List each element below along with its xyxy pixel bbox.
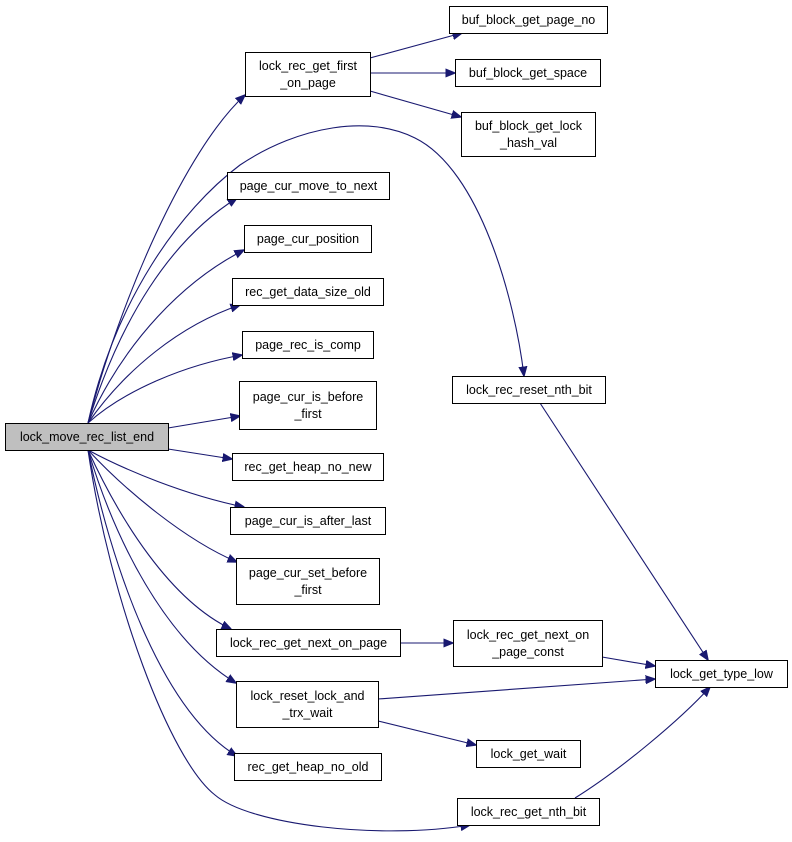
node-label: rec_get_heap_no_new <box>244 460 372 474</box>
node-lock-rec-get-next-on-page-const[interactable]: lock_rec_get_next_on _page_const <box>453 620 603 667</box>
node-box <box>239 381 377 430</box>
edge-lock-move-rec-list-end-to-lock-reset-lock-and-trx-wait <box>87 449 236 683</box>
node-lock-get-type-low[interactable]: lock_get_type_low <box>655 660 788 688</box>
edge-lock-reset-lock-and-trx-wait-to-lock-get-type-low <box>377 679 655 700</box>
node-lock-move-rec-list-end[interactable]: lock_move_rec_list_end <box>5 423 169 451</box>
node-box <box>236 558 380 605</box>
node-label: lock_rec_get_first <box>259 59 357 73</box>
node-box <box>232 453 384 481</box>
node-lock-get-wait[interactable]: lock_get_wait <box>476 740 581 768</box>
node-page-rec-is-comp[interactable]: page_rec_is_comp <box>242 331 374 359</box>
node-lock-rec-get-nth-bit[interactable]: lock_rec_get_nth_bit <box>457 798 600 826</box>
node-label: lock_rec_get_next_on_page <box>230 636 387 650</box>
node-box <box>452 376 606 404</box>
node-page-cur-set-before-first[interactable]: page_cur_set_before _first <box>236 558 380 605</box>
node-label: lock_get_type_low <box>670 667 774 681</box>
node-box <box>457 798 600 826</box>
node-label: rec_get_heap_no_old <box>248 760 369 774</box>
edge-lock-move-rec-list-end-to-rec-get-heap-no-new <box>167 448 232 459</box>
node-box <box>655 660 788 688</box>
node-label: lock_reset_lock_and <box>251 689 365 703</box>
node-lock-reset-lock-and-trx-wait[interactable]: lock_reset_lock_and _trx_wait <box>236 681 379 728</box>
node-label: lock_rec_reset_nth_bit <box>466 383 592 397</box>
node-label: buf_block_get_space <box>469 66 587 80</box>
edge-lock-move-rec-list-end-to-rec-get-heap-no-old <box>87 449 237 756</box>
edge-lock-move-rec-list-end-to-lock-rec-reset-nth-bit <box>87 125 524 424</box>
node-label: page_cur_set_before <box>249 566 367 580</box>
node-page-cur-is-after-last[interactable]: page_cur_is_after_last <box>230 507 386 535</box>
edge-lock-rec-get-next-on-page-const-to-lock-get-type-low <box>601 656 655 666</box>
node-label: buf_block_get_page_no <box>462 13 596 27</box>
node-box <box>449 6 608 34</box>
node-box <box>455 59 601 87</box>
node-lock-rec-reset-nth-bit[interactable]: lock_rec_reset_nth_bit <box>452 376 606 404</box>
node-label: lock_rec_get_nth_bit <box>471 805 587 819</box>
node-label: lock_get_wait <box>491 747 567 761</box>
node-lock-rec-get-next-on-page[interactable]: lock_rec_get_next_on_page <box>216 629 401 657</box>
node-box <box>230 507 386 535</box>
node-page-cur-is-before-first[interactable]: page_cur_is_before _first <box>239 381 377 430</box>
node-label: rec_get_data_size_old <box>245 285 371 299</box>
node-buf-block-get-space[interactable]: buf_block_get_space <box>455 59 601 87</box>
node-label: page_cur_position <box>257 232 359 246</box>
edge-lock-rec-get-nth-bit-to-lock-get-type-low <box>574 687 710 799</box>
node-label: lock_move_rec_list_end <box>20 430 154 444</box>
node-box <box>476 740 581 768</box>
edge-lock-move-rec-list-end-to-page-cur-position <box>87 250 244 424</box>
node-label: page_cur_move_to_next <box>240 179 378 193</box>
node-box <box>242 331 374 359</box>
node-page-cur-position[interactable]: page_cur_position <box>244 225 372 253</box>
node-label: page_cur_is_after_last <box>245 514 372 528</box>
node-label: _page_const <box>491 645 564 659</box>
node-label: buf_block_get_lock <box>475 119 583 133</box>
node-box <box>245 52 371 97</box>
node-box <box>234 753 382 781</box>
node-label: _first <box>293 583 322 597</box>
edge-lock-move-rec-list-end-to-page-cur-move-to-next <box>87 198 237 424</box>
node-box <box>227 172 390 200</box>
edge-lock-rec-get-first-on-page-to-buf-block-get-page-no <box>369 33 462 59</box>
node-box <box>216 629 401 657</box>
node-page-cur-move-to-next[interactable]: page_cur_move_to_next <box>227 172 390 200</box>
node-buf-block-get-lock-hash-val[interactable]: buf_block_get_lock _hash_val <box>461 112 596 157</box>
node-box <box>461 112 596 157</box>
node-box <box>5 423 169 451</box>
node-label: _on_page <box>279 76 336 90</box>
edge-lock-move-rec-list-end-to-lock-rec-get-first-on-page <box>87 95 245 424</box>
edge-lock-move-rec-list-end-to-lock-rec-get-next-on-page <box>87 449 231 629</box>
node-box <box>232 278 384 306</box>
edge-lock-move-rec-list-end-to-page-cur-is-after-last <box>87 449 244 507</box>
node-box <box>453 620 603 667</box>
node-label: page_rec_is_comp <box>255 338 361 352</box>
node-rec-get-data-size-old[interactable]: rec_get_data_size_old <box>232 278 384 306</box>
call-edges <box>87 33 710 832</box>
node-box <box>236 681 379 728</box>
edge-lock-rec-get-first-on-page-to-buf-block-get-lock-hash-val <box>369 90 461 117</box>
node-buf-block-get-page-no[interactable]: buf_block_get_page_no <box>449 6 608 34</box>
edge-lock-rec-reset-nth-bit-to-lock-get-type-low <box>539 402 708 660</box>
edge-lock-move-rec-list-end-to-lock-rec-get-nth-bit <box>87 449 470 832</box>
node-label: page_cur_is_before <box>253 390 364 404</box>
node-rec-get-heap-no-new[interactable]: rec_get_heap_no_new <box>232 453 384 481</box>
function-nodes: lock_move_rec_list_end lock_rec_get_first… <box>5 6 788 826</box>
node-label: _trx_wait <box>281 706 333 720</box>
edge-lock-move-rec-list-end-to-rec-get-data-size-old <box>87 305 240 424</box>
edge-lock-move-rec-list-end-to-page-rec-is-comp <box>87 355 242 424</box>
edge-lock-move-rec-list-end-to-page-cur-set-before-first <box>87 449 237 562</box>
node-label: lock_rec_get_next_on <box>467 628 589 642</box>
node-lock-rec-get-first-on-page[interactable]: lock_rec_get_first _on_page <box>245 52 371 97</box>
edge-lock-reset-lock-and-trx-wait-to-lock-get-wait <box>377 720 476 745</box>
node-label: _hash_val <box>499 136 557 150</box>
edge-lock-move-rec-list-end-to-page-cur-is-before-first <box>167 416 240 429</box>
node-rec-get-heap-no-old[interactable]: rec_get_heap_no_old <box>234 753 382 781</box>
node-label: _first <box>293 407 322 421</box>
node-box <box>244 225 372 253</box>
